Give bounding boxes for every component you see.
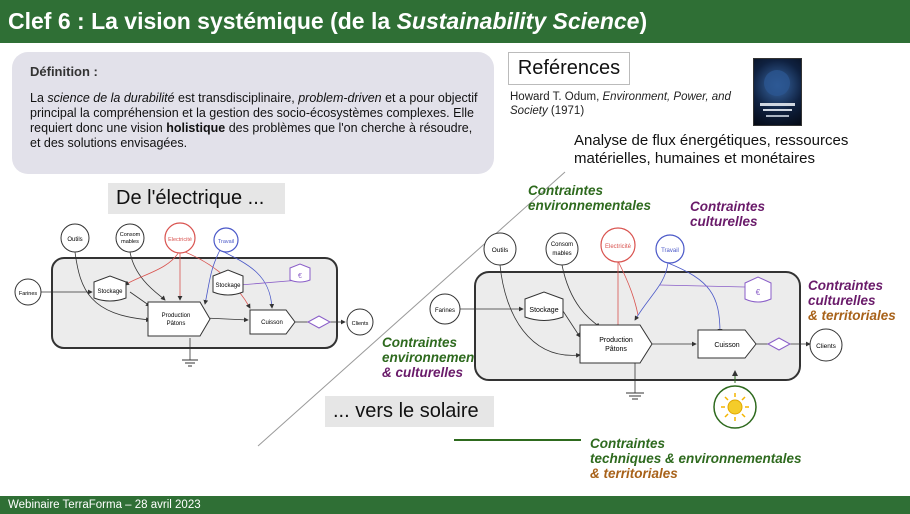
r-euro-label: € — [756, 288, 761, 297]
title-prefix: Clef 6 : La vision systémique (de la — [8, 8, 397, 34]
l-outils-label: Outils — [67, 237, 82, 243]
r-clients-label: Clients — [816, 343, 837, 350]
reference-citation: Howard T. Odum, Environment, Power, and … — [510, 90, 742, 118]
c-tech-l2: techniques & environnementales — [590, 451, 802, 466]
to-solar-label: ... vers le solaire — [325, 396, 494, 427]
r-cuisson-label: Cuisson — [714, 342, 739, 349]
references-heading: Reférences — [508, 52, 630, 85]
title-italic: Sustainability Science — [396, 8, 640, 34]
r-consom2-label: mables — [552, 251, 571, 257]
c-tech-l1: Contraintes — [590, 436, 666, 451]
right-energy-diagram: Outils Consom mables Electricité Travail… — [429, 227, 843, 429]
sun-icon — [713, 385, 757, 429]
footer: Webinaire TerraForma – 28 avril 2023 — [0, 496, 910, 514]
ref-book-title: Environment, Power, and Society — [510, 91, 731, 117]
ref-author: Howard T. Odum, — [510, 91, 603, 103]
c-ct-l2: culturelles — [808, 293, 876, 308]
r-electricite-label: Electricité — [605, 244, 632, 250]
c-ec-l1: Contraintes — [382, 335, 458, 350]
def-t3: est transdisciplinaire, — [174, 91, 299, 105]
def-t5: et a pour objectif principal la compréhe… — [30, 91, 478, 135]
book-cover-image — [753, 58, 802, 126]
l-farines-label: Farines — [19, 291, 38, 297]
l-euro-label: € — [298, 273, 302, 280]
c-ct-l3: & territoriales — [808, 308, 896, 323]
r-stockage-label: Stockage — [529, 307, 558, 314]
c-cult1-l2: culturelles — [690, 214, 758, 229]
constraint-environmental: Contraintes environnementales — [528, 183, 651, 213]
from-electric-label: De l'électrique ... — [108, 183, 285, 214]
tech-constraint-line — [454, 439, 581, 441]
r-outils-label: Outils — [492, 247, 509, 254]
def-t4: problem-driven — [298, 91, 382, 105]
def-t2: science de la durabilité — [47, 91, 175, 105]
l-production2-label: Pâtons — [167, 321, 186, 327]
r-consom1-label: Consom — [551, 242, 573, 248]
c-cult1-l1: Contraintes — [690, 199, 766, 214]
constraint-cultural: Contraintes culturelles — [690, 199, 765, 229]
l-consom1-label: Consom — [120, 232, 141, 238]
slide-title: Clef 6 : La vision systémique (de la Sus… — [0, 0, 910, 43]
c-ct-l1: Contraintes — [808, 278, 884, 293]
analysis-text: Analyse de flux énergétiques, ressources… — [574, 132, 848, 168]
analysis-line-1: Analyse de flux énergétiques, ressources — [574, 132, 849, 149]
l-consom2-label: mables — [121, 239, 139, 245]
l-stockage1-label: Stockage — [97, 289, 123, 295]
c-tech-l3: & territoriales — [590, 466, 678, 481]
def-t1: La — [30, 91, 48, 105]
r-farines-label: Farines — [435, 308, 455, 314]
c-env1-l2: environnementales — [528, 198, 652, 213]
r-production2-label: Pâtons — [605, 346, 627, 353]
definition-text: La science de la durabilité est transdis… — [30, 91, 482, 151]
title-bar: Clef 6 : La vision systémique (de la Sus… — [0, 0, 910, 43]
ref-year: (1971) — [547, 105, 585, 117]
l-cuisson-label: Cuisson — [261, 320, 283, 326]
book-cover-graphic — [760, 70, 795, 117]
def-t6: holistique — [166, 121, 226, 135]
definition-heading: Définition : — [30, 64, 98, 79]
left-energy-diagram: Outils Consom mables Electricité Travail… — [14, 222, 374, 367]
l-production1-label: Production — [162, 313, 191, 319]
r-travail-label: Travail — [661, 248, 679, 254]
c-env1-l1: Contraintes — [528, 183, 604, 198]
constraint-cultural-territorial: Contraintes culturelles & territoriales — [808, 278, 896, 323]
definition-box: Définition : La science de la durabilité… — [12, 52, 494, 174]
l-travail-label: Travail — [218, 239, 234, 245]
l-electricite-label: Electricité — [168, 237, 192, 243]
title-suffix: ) — [639, 8, 648, 34]
c-ec-l3: & culturelles — [382, 365, 464, 380]
l-stockage2-label: Stockage — [215, 283, 241, 289]
analysis-line-2: matérielles, humaines et monétaires — [574, 150, 815, 167]
r-production1-label: Production — [599, 337, 633, 344]
def-t7: des problèmes que l'on cherche à résoudr… — [30, 121, 473, 150]
l-clients-label: Clients — [352, 321, 369, 327]
constraint-technical: Contraintes techniques & environnemental… — [590, 436, 802, 481]
